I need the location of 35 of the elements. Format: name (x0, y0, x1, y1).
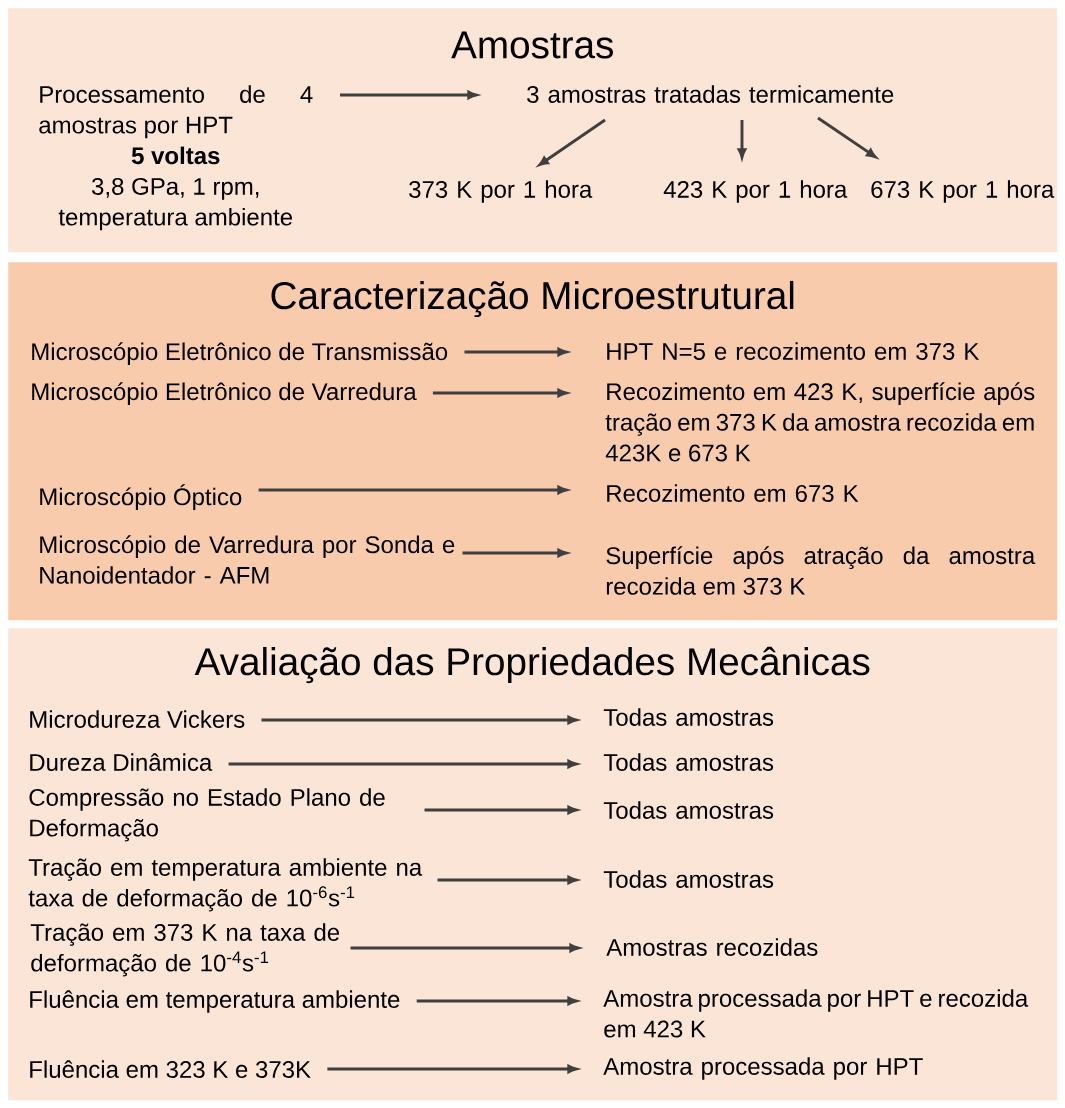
text-label: Microscópio Eletrônico de Varredura (32, 382, 417, 405)
text-label: Processamento de 4 amostras por HPT 5 voltas 3,8 GPa, 1 rpm, temperatura ambiente (39, 85, 313, 231)
panel-heading: Amostras (451, 31, 613, 59)
text-label: HPT N=5 e recozimento em 373 K (607, 342, 980, 360)
text-label: Recozimento em 423 K, superfície após tração em 373 K da amostra recozida em 423K e 673 K (605, 382, 1035, 462)
text-label: Todas amostras (603, 801, 774, 819)
text-label: Amostras recozidas (606, 938, 818, 956)
panel (8, 8, 1058, 253)
panel-heading: Caracterização Microestrutural (271, 280, 794, 318)
text-label: Tração em temperatura ambiente na taxa de deformação de 10$^{-6}$s$^{-1}$ (28, 858, 423, 912)
text-label: 3 amostras tratadas termicamente (527, 85, 894, 103)
text-label: Todas amostras (603, 708, 774, 726)
text-label: Fluência em 323 K e 373K (30, 1060, 311, 1078)
text-label: Tração em 373 K na taxa de deformação de 10$^{-4}$s$^{-1}$ (30, 923, 340, 977)
text-label: 423 K por 1 hora (663, 180, 848, 203)
panel (8, 262, 1058, 621)
text-label: Todas amostras (603, 870, 774, 888)
text-label: Amostra processada por HPT (603, 1057, 923, 1080)
text-label: Todas amostras (603, 753, 774, 771)
panel-heading: Avaliação das Propriedades Mecânicas (194, 646, 870, 684)
arrow (817, 116, 877, 158)
text-label: Microscópio Eletrônico de Transmissão (32, 342, 448, 365)
text-label: Microscópio Óptico (40, 484, 242, 511)
text-label: Amostra processada por HPT e recozida em 423 K (603, 989, 1029, 1038)
text-label: Superfície após atração da amostra recozida em 373 K (606, 546, 1036, 595)
text-label: 373 K por 1 hora (409, 180, 593, 203)
arrow (538, 118, 606, 166)
text-label: Dureza Dinâmica (30, 753, 213, 771)
text-label: Compressão no Estado Plano de Deformação (29, 788, 385, 842)
text-label: 673 K por 1 hora (871, 180, 1055, 203)
text-label: Fluência em temperatura ambiente (30, 990, 400, 1013)
text-label: Microdureza Vickers (30, 710, 245, 728)
text-label: Recozimento em 673 K (607, 484, 859, 502)
panel (8, 628, 1058, 1101)
text-label: Microscópio de Varredura por Sonda e Nanoidentador - AFM (40, 535, 455, 584)
